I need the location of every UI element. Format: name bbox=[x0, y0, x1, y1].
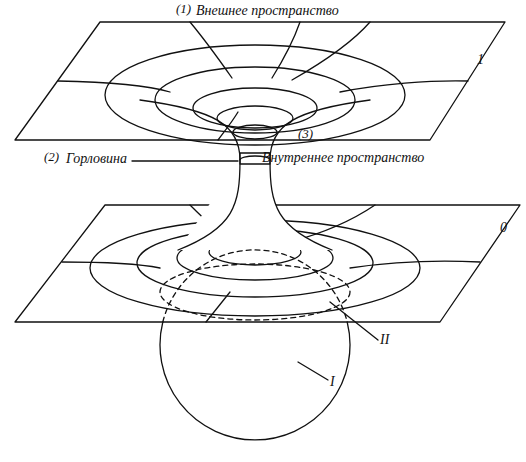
tube-fill bbox=[178, 160, 332, 250]
funnel-edge bbox=[140, 100, 240, 160]
ring bbox=[233, 125, 277, 139]
callout-number: (1) bbox=[176, 2, 191, 16]
callout-number: II bbox=[380, 332, 389, 347]
sphere-outline bbox=[160, 322, 350, 440]
grid-line bbox=[350, 261, 480, 268]
ring bbox=[193, 88, 317, 128]
callout-number: 1 bbox=[477, 52, 484, 67]
ring bbox=[155, 67, 355, 133]
tube-edge bbox=[178, 160, 240, 250]
tube-edge bbox=[270, 160, 332, 250]
dashed-ellipse bbox=[160, 264, 350, 320]
region-label: Внешнее пространство bbox=[196, 3, 339, 18]
tube-silhouette bbox=[178, 160, 332, 250]
upper-grid bbox=[58, 22, 468, 140]
upper-rings bbox=[105, 45, 405, 145]
region-label: Внутреннее пространство bbox=[262, 150, 424, 165]
leader-line bbox=[330, 302, 378, 340]
sphere-hidden bbox=[163, 250, 347, 322]
upper-plane bbox=[15, 22, 505, 140]
grid-line bbox=[58, 81, 170, 92]
grid-line bbox=[62, 262, 160, 268]
callout-number: 0 bbox=[500, 220, 507, 235]
ring bbox=[217, 106, 293, 130]
leader-line bbox=[298, 362, 328, 380]
callout-number: I bbox=[330, 374, 335, 389]
callout-number: (3) bbox=[298, 127, 313, 141]
ring bbox=[105, 45, 405, 145]
region-label: Горловина bbox=[66, 151, 127, 166]
callout-number: (2) bbox=[44, 150, 59, 164]
leader-line bbox=[132, 160, 238, 161]
